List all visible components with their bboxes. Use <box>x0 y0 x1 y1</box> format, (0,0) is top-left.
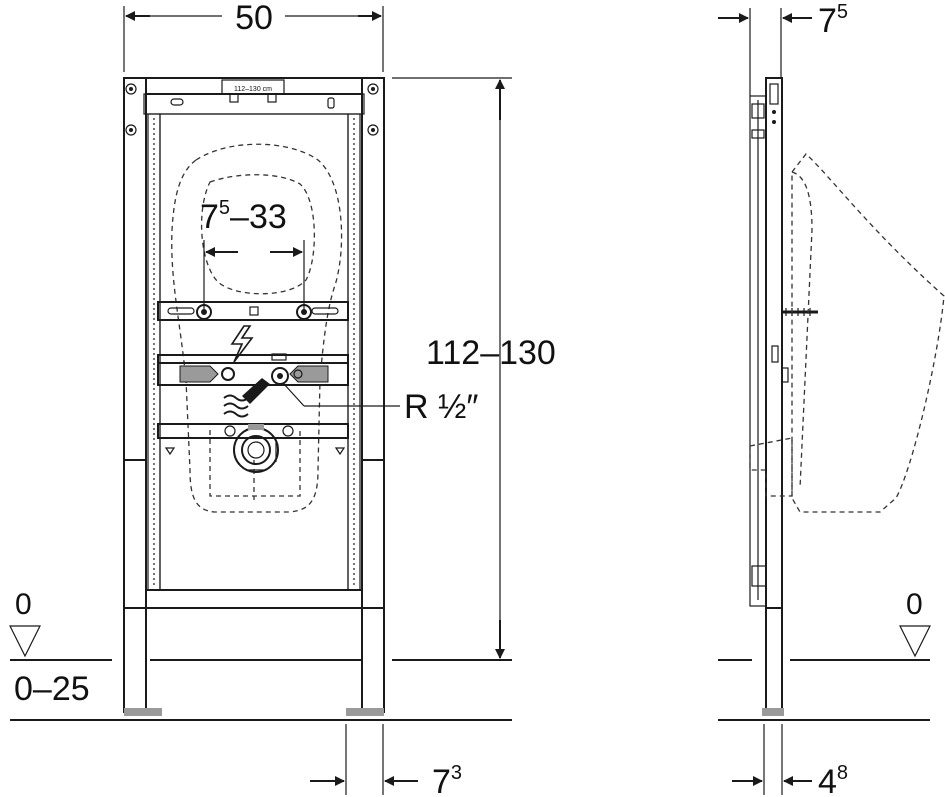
valve-rail <box>157 353 349 386</box>
svg-text:75–33: 75–33 <box>200 197 287 236</box>
thread-leader: R ½″ <box>283 383 478 426</box>
foot-base: 7 <box>432 763 451 797</box>
urinal-side-outline <box>749 153 945 513</box>
range-dimension: 75–33 <box>200 197 305 312</box>
range-base: 7 <box>200 198 219 236</box>
drain-rail <box>157 423 349 473</box>
side-top-base: 7 <box>818 2 837 40</box>
side-foot-base: 4 <box>818 763 837 797</box>
mounting-frame: 112–130 cm <box>123 77 385 716</box>
side-frame <box>749 77 818 716</box>
foot-sup: 3 <box>451 762 462 784</box>
slot-label: 112–130 cm <box>234 86 272 93</box>
side-view: 75 <box>718 1 945 797</box>
upper-mounting-rail <box>157 301 349 321</box>
electric-bolt-icon <box>230 325 254 363</box>
side-top-dimension: 75 <box>718 1 848 96</box>
svg-text:75: 75 <box>818 1 848 40</box>
level-triangle-icon <box>899 625 931 658</box>
floor-lines: 0 0–25 <box>9 588 512 721</box>
foot-dimension: 73 <box>310 724 462 797</box>
side-floor-lines: 0 <box>718 588 931 721</box>
svg-text:48: 48 <box>818 762 848 797</box>
width-dimension: 50 <box>123 0 384 72</box>
width-label: 50 <box>235 0 273 37</box>
range-rest: –33 <box>230 198 287 236</box>
svg-text:73: 73 <box>432 762 462 797</box>
water-waves-icon <box>223 378 270 418</box>
floor-level-label: 0 <box>15 588 32 621</box>
thread-label: R ½″ <box>404 388 478 426</box>
side-top-sup: 5 <box>837 1 848 23</box>
height-label: 112–130 <box>426 334 556 372</box>
front-view: 50 112–130 cm <box>9 0 556 797</box>
side-foot-sup: 8 <box>837 762 848 784</box>
floor-range-label: 0–25 <box>14 670 90 708</box>
side-foot-dimension: 48 <box>732 724 848 797</box>
level-triangle-icon <box>9 625 41 658</box>
side-floor-level-label: 0 <box>906 588 923 621</box>
range-sup: 5 <box>219 197 230 219</box>
height-dimension: 112–130 <box>392 77 556 659</box>
